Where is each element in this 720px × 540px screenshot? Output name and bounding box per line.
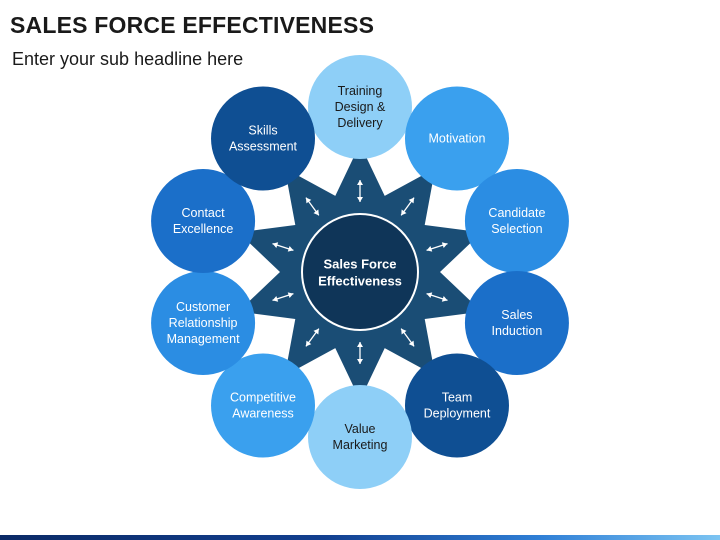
node-label-skills-assessment: Assessment: [229, 140, 298, 154]
arrow-contact-excellence: [272, 242, 294, 252]
node-label-value-marketing: Marketing: [333, 438, 388, 452]
page-title: SALES FORCE EFFECTIVENESS: [10, 12, 375, 38]
arrow-training-design-delivery: [357, 180, 363, 202]
hub-circle-shape: [301, 213, 419, 331]
node-label-candidate-selection: Candidate: [488, 206, 545, 220]
node-circle-customer-relationship-management: [151, 270, 256, 375]
node-circle-candidate-selection: [464, 169, 569, 274]
connector-arrows: [272, 180, 448, 364]
arrow-motivation: [400, 197, 415, 216]
node-label-contact-excellence: Contact: [182, 206, 226, 220]
node-circle-sales-induction: [464, 270, 569, 375]
node-circle-training-design-delivery: [308, 55, 412, 159]
arrow-candidate-selection: [426, 242, 448, 252]
node-label-motivation: Motivation: [428, 132, 485, 146]
node-label-sales-induction: Sales: [501, 308, 532, 322]
node-label-customer-relationship-management: Management: [167, 332, 240, 346]
node-label-sales-induction: Induction: [492, 324, 543, 338]
node-label-competitive-awareness: Competitive: [230, 390, 296, 404]
arrow-customer-relationship-management: [272, 292, 294, 302]
arrow-value-marketing: [357, 342, 363, 364]
node-label-customer-relationship-management: Relationship: [169, 316, 238, 330]
page-subtitle: Enter your sub headline here: [12, 49, 244, 69]
node-label-candidate-selection: Selection: [491, 222, 542, 236]
node-circle-motivation: [404, 86, 509, 191]
node-label-training-design-delivery: Delivery: [337, 116, 383, 130]
node-label-value-marketing: Value: [344, 422, 375, 436]
node-motivation: Motivation: [404, 86, 509, 191]
arrow-competitive-awareness: [305, 328, 320, 347]
node-label-competitive-awareness: Awareness: [232, 406, 294, 420]
arrow-skills-assessment: [305, 197, 320, 216]
node-label-contact-excellence: Excellence: [173, 222, 233, 236]
node-circle-competitive-awareness: [211, 353, 316, 458]
arrow-sales-induction: [426, 292, 448, 302]
node-label-team-deployment: Team: [442, 390, 473, 404]
node-label-team-deployment: Deployment: [424, 406, 491, 420]
node-circle-team-deployment: [404, 353, 509, 458]
footer-bar: [0, 535, 720, 540]
arrow-team-deployment: [400, 328, 415, 347]
node-circle-contact-excellence: [151, 169, 256, 274]
node-label-training-design-delivery: Training: [338, 84, 383, 98]
node-circle-skills-assessment: [211, 86, 316, 191]
hub-label: Effectiveness: [318, 274, 402, 289]
node-circle-value-marketing: [308, 385, 412, 489]
hub-label: Sales Force: [324, 257, 397, 272]
node-label-customer-relationship-management: Customer: [176, 300, 230, 314]
node-label-training-design-delivery: Design &: [335, 100, 386, 114]
node-label-skills-assessment: Skills: [248, 124, 277, 138]
